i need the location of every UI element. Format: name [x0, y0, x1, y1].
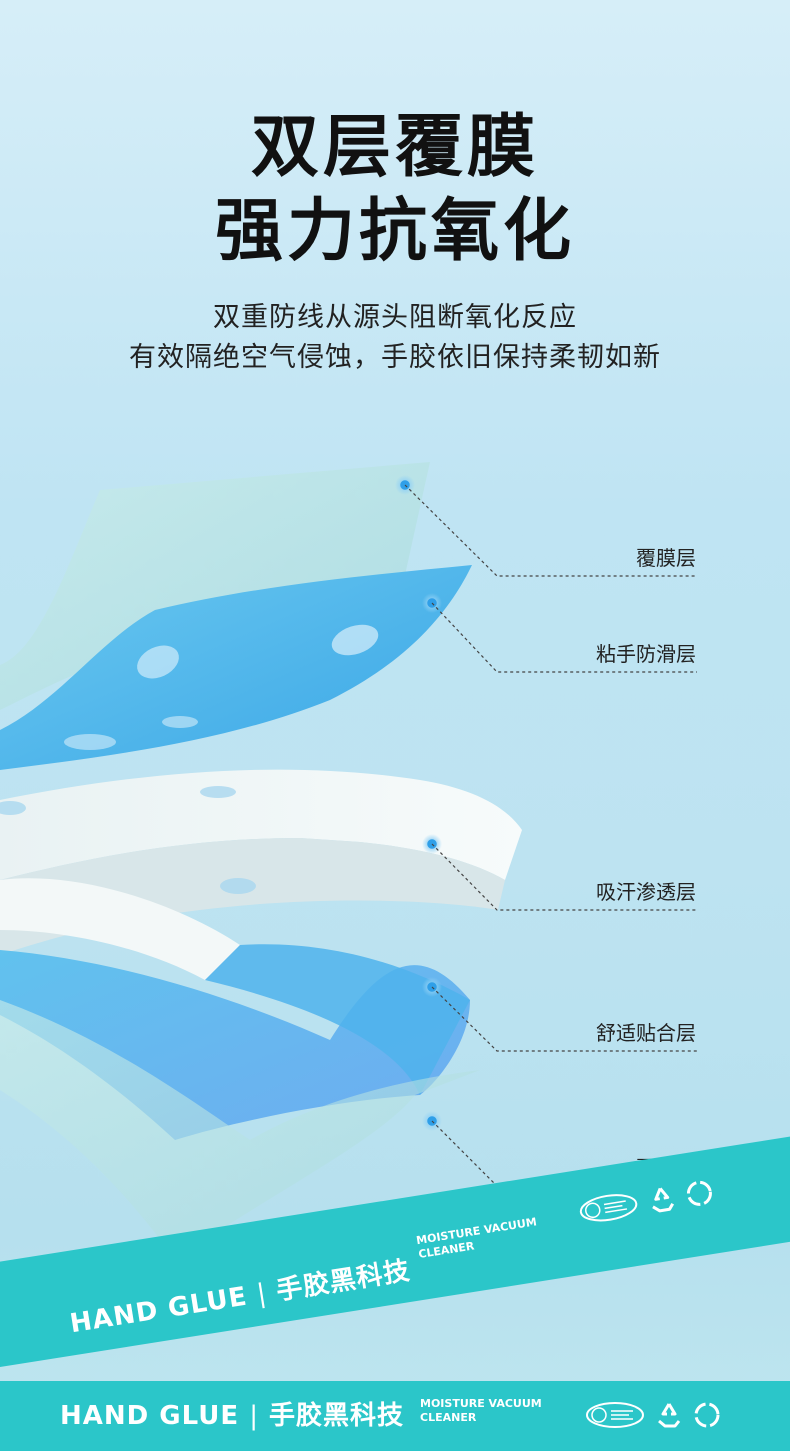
callout-4 [422, 977, 697, 1052]
brand-cn: 手胶黑科技 [269, 1401, 405, 1431]
subtitle-line-2: 有效隔绝空气侵蚀，手胶依旧保持柔韧如新 [129, 342, 661, 373]
headline-line-1: 双层覆膜 [250, 108, 539, 187]
callout-1 [395, 475, 697, 577]
layer-label-comfort: 舒适贴合层 [596, 1021, 696, 1045]
brand-band-bottom: HAND GLUE | 手胶黑科技 MOISTURE VACUUM CLEANE… [0, 1381, 790, 1451]
tagline-line-2: CLEANER [420, 1411, 477, 1424]
foam-layer [0, 769, 522, 880]
bottom-film-layer [0, 1000, 480, 1260]
callout-3 [422, 834, 697, 911]
brand-divider: | [254, 1278, 270, 1310]
layer-label-top-film: 覆膜层 [636, 546, 696, 570]
comfort-layer [0, 950, 470, 1140]
water-droplet [137, 645, 179, 679]
water-droplet [0, 801, 26, 815]
headline-line-2: 强力抗氧化 [214, 192, 575, 271]
water-droplet [331, 624, 379, 656]
layer-label-absorbent: 吸汗渗透层 [596, 880, 696, 904]
grip-layer [0, 565, 472, 770]
brand-divider: | [249, 1401, 259, 1431]
swirl-icon [694, 1402, 720, 1428]
foam-layer-front [0, 878, 240, 980]
brand-band-slanted: HAND GLUE | 手胶黑科技 MOISTURE VACUUM CLEANE… [0, 1127, 790, 1371]
tagline-line-1: MOISTURE VACUUM [420, 1397, 542, 1410]
globe-badge-icon [586, 1402, 644, 1428]
tagline-bottom: MOISTURE VACUUM CLEANER [420, 1397, 560, 1425]
badge-icons-bottom [585, 1401, 721, 1429]
layer-label-grip: 粘手防滑层 [596, 642, 696, 666]
water-droplet [64, 734, 116, 750]
water-droplet [220, 878, 256, 894]
recycle-icon [658, 1403, 681, 1428]
globe-badge-icon [579, 1194, 638, 1222]
layer-illustration [0, 462, 697, 1260]
comfort-layer-top [205, 944, 470, 1095]
subtitle-line-1: 双重防线从源头阻断氧化反应 [213, 302, 577, 333]
water-droplet [162, 716, 198, 728]
badge-icons [577, 1177, 716, 1226]
brand-en: HAND GLUE [67, 1281, 250, 1340]
tagline: MOISTURE VACUUM CLEANER [415, 1212, 558, 1262]
brand-text: HAND GLUE | 手胶黑科技 [67, 1250, 413, 1340]
callout-2 [422, 593, 697, 673]
water-droplet [200, 786, 236, 798]
foam-layer-edge [0, 838, 505, 955]
brand-cn: 手胶黑科技 [274, 1255, 413, 1307]
brand-text-bottom: HAND GLUE | 手胶黑科技 [60, 1395, 404, 1432]
recycle-icon [652, 1187, 675, 1213]
brand-en: HAND GLUE [60, 1401, 240, 1431]
swirl-icon [686, 1180, 712, 1206]
